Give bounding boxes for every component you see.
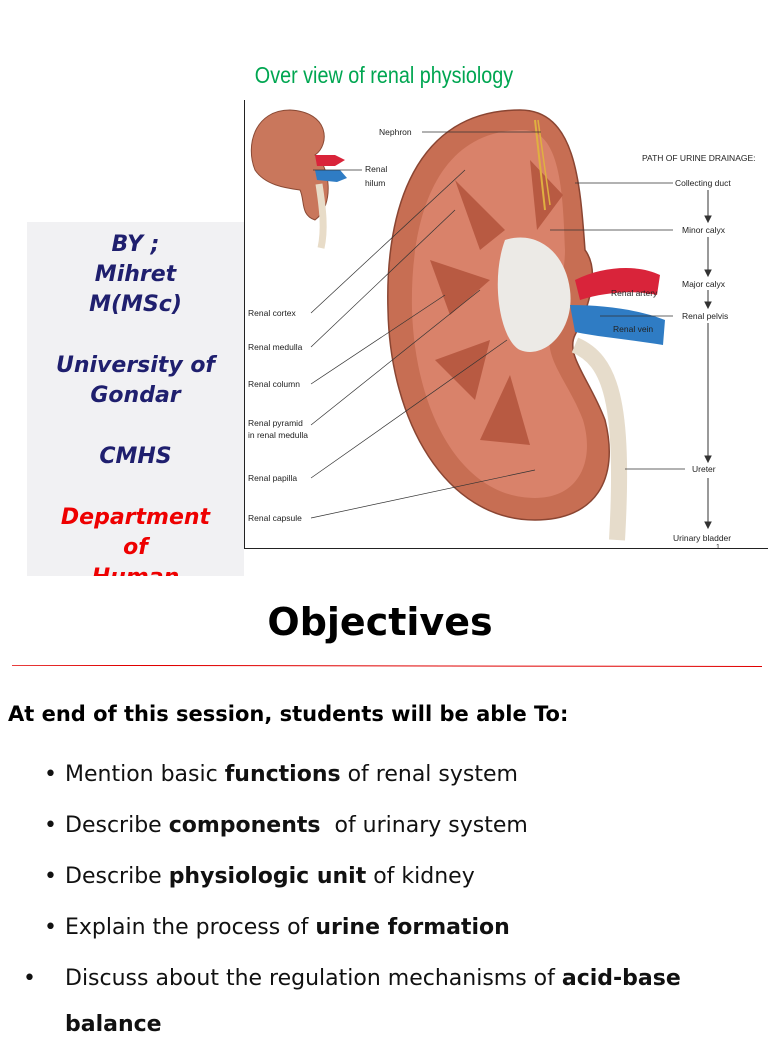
title-divider xyxy=(12,665,762,667)
drainage-step-2: Minor calyx xyxy=(682,225,726,235)
slide-overview: Over view of renal physiology BY ; Mihre… xyxy=(27,62,768,576)
objective-item: •Describe components of urinary system xyxy=(44,813,528,838)
college: CMHS xyxy=(99,444,172,469)
main-kidney-illustration xyxy=(387,109,665,541)
department-line-2: of xyxy=(123,535,148,560)
label-renal-papilla: Renal papilla xyxy=(248,473,297,483)
label-renal-medulla: Renal medulla xyxy=(248,342,303,352)
university-line-1: University of xyxy=(55,353,216,378)
objectives-intro: At end of this session, students will be… xyxy=(8,702,569,726)
label-renal-capsule: Renal capsule xyxy=(248,513,302,523)
drainage-step-5: Ureter xyxy=(692,464,716,474)
label-renal-hilum-1: Renal xyxy=(365,164,387,174)
drainage-step-4: Renal pelvis xyxy=(682,311,728,321)
objectives-list: •Mention basic functions of renal system… xyxy=(23,752,744,1048)
label-renal-vein: Renal vein xyxy=(613,324,653,334)
drainage-heading: PATH OF URINE DRAINAGE: xyxy=(642,153,756,163)
department-line-3: Human xyxy=(27,563,244,576)
objective-item: •Explain the process of urine formation xyxy=(44,915,510,940)
university-line-2: Gondar xyxy=(90,383,181,408)
page-number: 1 xyxy=(716,544,720,548)
objective-item: •Mention basic functions of renal system xyxy=(44,762,518,787)
objective-item: •Describe physiologic unit of kidney xyxy=(44,864,475,889)
author-name-1: Mihret xyxy=(94,262,177,287)
label-renal-column: Renal column xyxy=(248,379,300,389)
drainage-arrows xyxy=(704,190,712,530)
label-renal-pyramid-2: in renal medulla xyxy=(248,430,308,440)
drainage-step-1: Collecting duct xyxy=(675,178,731,188)
drainage-step-3: Major calyx xyxy=(682,279,726,289)
leader-lines xyxy=(310,131,685,519)
author-box: BY ; Mihret M(MSc) University of Gondar … xyxy=(27,222,244,576)
department-line-1: Department xyxy=(60,505,211,530)
label-renal-cortex: Renal cortex xyxy=(248,308,296,318)
objective-item: •Discuss about the regulation mechanisms… xyxy=(23,966,681,1037)
slide-title: Over view of renal physiology xyxy=(254,62,514,88)
label-nephron: Nephron xyxy=(379,127,412,137)
kidney-diagram-svg: Nephron Renal hilum Renal cortex Renal m… xyxy=(248,109,756,548)
author-name-2: M(MSc) xyxy=(89,292,182,317)
label-renal-hilum-2: hilum xyxy=(365,178,385,188)
author-by: BY ; xyxy=(111,232,160,257)
kidney-diagram: Nephron Renal hilum Renal cortex Renal m… xyxy=(244,100,768,549)
objectives-title: Objectives xyxy=(267,600,493,644)
drainage-step-6: Urinary bladder xyxy=(673,533,731,543)
small-kidney-illustration xyxy=(250,109,347,249)
slide-objectives: Objectives At end of this session, stude… xyxy=(0,590,768,1037)
label-renal-artery: Renal artery xyxy=(611,288,658,298)
label-renal-pyramid-1: Renal pyramid xyxy=(248,418,303,428)
